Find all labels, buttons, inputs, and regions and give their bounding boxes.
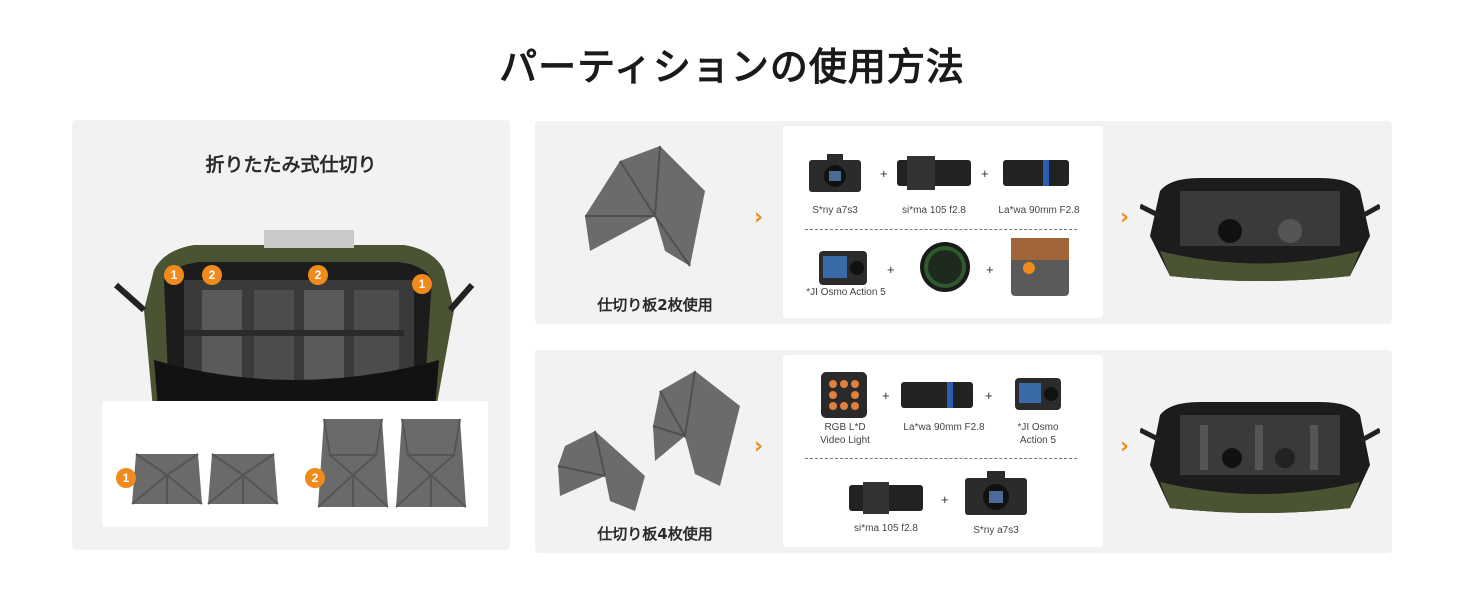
divider-parts-box: 1 2 — [102, 401, 488, 527]
arrow-right-icon: › — [754, 205, 764, 230]
two-divider-image — [585, 145, 705, 267]
tall-divider-image-2 — [395, 418, 467, 508]
item-label: si*ma 105 f2.8 — [902, 205, 966, 216]
plus-sign: + — [985, 388, 993, 403]
camera-icon — [965, 471, 1027, 515]
four-divider-panel: 仕切り板4枚使用 › RGB L*D Video Light + La*wa 9… — [535, 350, 1392, 553]
small-divider-image-1 — [131, 453, 203, 505]
plus-sign: + — [882, 388, 890, 403]
arrow-right-icon: › — [1120, 205, 1130, 230]
lens-icon — [901, 382, 973, 408]
item-label: S*ny a7s3 — [973, 525, 1019, 536]
tall-divider-image-1 — [317, 418, 389, 508]
part-badge-one: 1 — [116, 468, 136, 488]
folding-divider-panel: 折りたたみ式仕切り 1 2 2 1 — [72, 120, 510, 550]
gear-card-4: RGB L*D Video Light + La*wa 90mm F2.8 + … — [783, 355, 1103, 547]
action-camera-icon — [1015, 378, 1061, 410]
item-label: S*ny a7s3 — [812, 205, 858, 216]
item-label: si*ma 105 f2.8 — [854, 523, 918, 534]
folding-divider-heading: 折りたたみ式仕切り — [205, 154, 377, 176]
item-label: *JI Osmo Action 5 — [1017, 422, 1059, 446]
rgb-light-icon — [821, 372, 867, 418]
bag-with-two-dividers-image — [1140, 178, 1380, 281]
lens-icon — [897, 156, 971, 190]
four-divider-caption: 仕切り板4枚使用 — [597, 525, 713, 543]
badge-two-left: 2 — [202, 265, 222, 285]
badge-one-right: 1 — [412, 274, 432, 294]
plus-sign: + — [941, 492, 949, 507]
lens-icon — [849, 482, 923, 514]
badge-one-left: 1 — [164, 265, 184, 285]
plus-sign: + — [887, 262, 895, 277]
plus-sign: + — [981, 166, 989, 181]
bag-with-four-dividers-image — [1140, 402, 1380, 513]
camera-icon — [809, 154, 861, 192]
two-divider-panel: 仕切り板2枚使用 › S*ny a7s3 + si*ma 105 f2.8 + … — [535, 121, 1392, 324]
lens-icon — [1003, 160, 1069, 186]
part-badge-two: 2 — [305, 468, 325, 488]
four-divider-image — [557, 370, 740, 511]
page-title: パーティションの使用方法 — [499, 45, 965, 89]
gear-card-2: S*ny a7s3 + si*ma 105 f2.8 + La*wa 90mm … — [783, 126, 1103, 318]
arrow-right-icon: › — [754, 434, 764, 459]
dashed-divider — [805, 229, 1077, 230]
badge-two-right: 2 — [308, 265, 328, 285]
item-label: RGB L*D Video Light — [820, 422, 870, 446]
plus-sign: + — [986, 262, 994, 277]
dashed-divider — [805, 458, 1077, 459]
two-divider-caption: 仕切り板2枚使用 — [597, 296, 713, 314]
arrow-right-icon: › — [1120, 434, 1130, 459]
small-divider-image-2 — [207, 453, 279, 505]
plus-sign: + — [880, 166, 888, 181]
action-camera-icon — [819, 251, 867, 285]
filter-pouch-icon — [1011, 238, 1069, 296]
item-label: *JI Osmo Action 5 — [806, 287, 886, 298]
item-label: La*wa 90mm F2.8 — [998, 205, 1080, 216]
nd-filter-icon — [920, 242, 970, 292]
item-label: La*wa 90mm F2.8 — [903, 422, 985, 433]
